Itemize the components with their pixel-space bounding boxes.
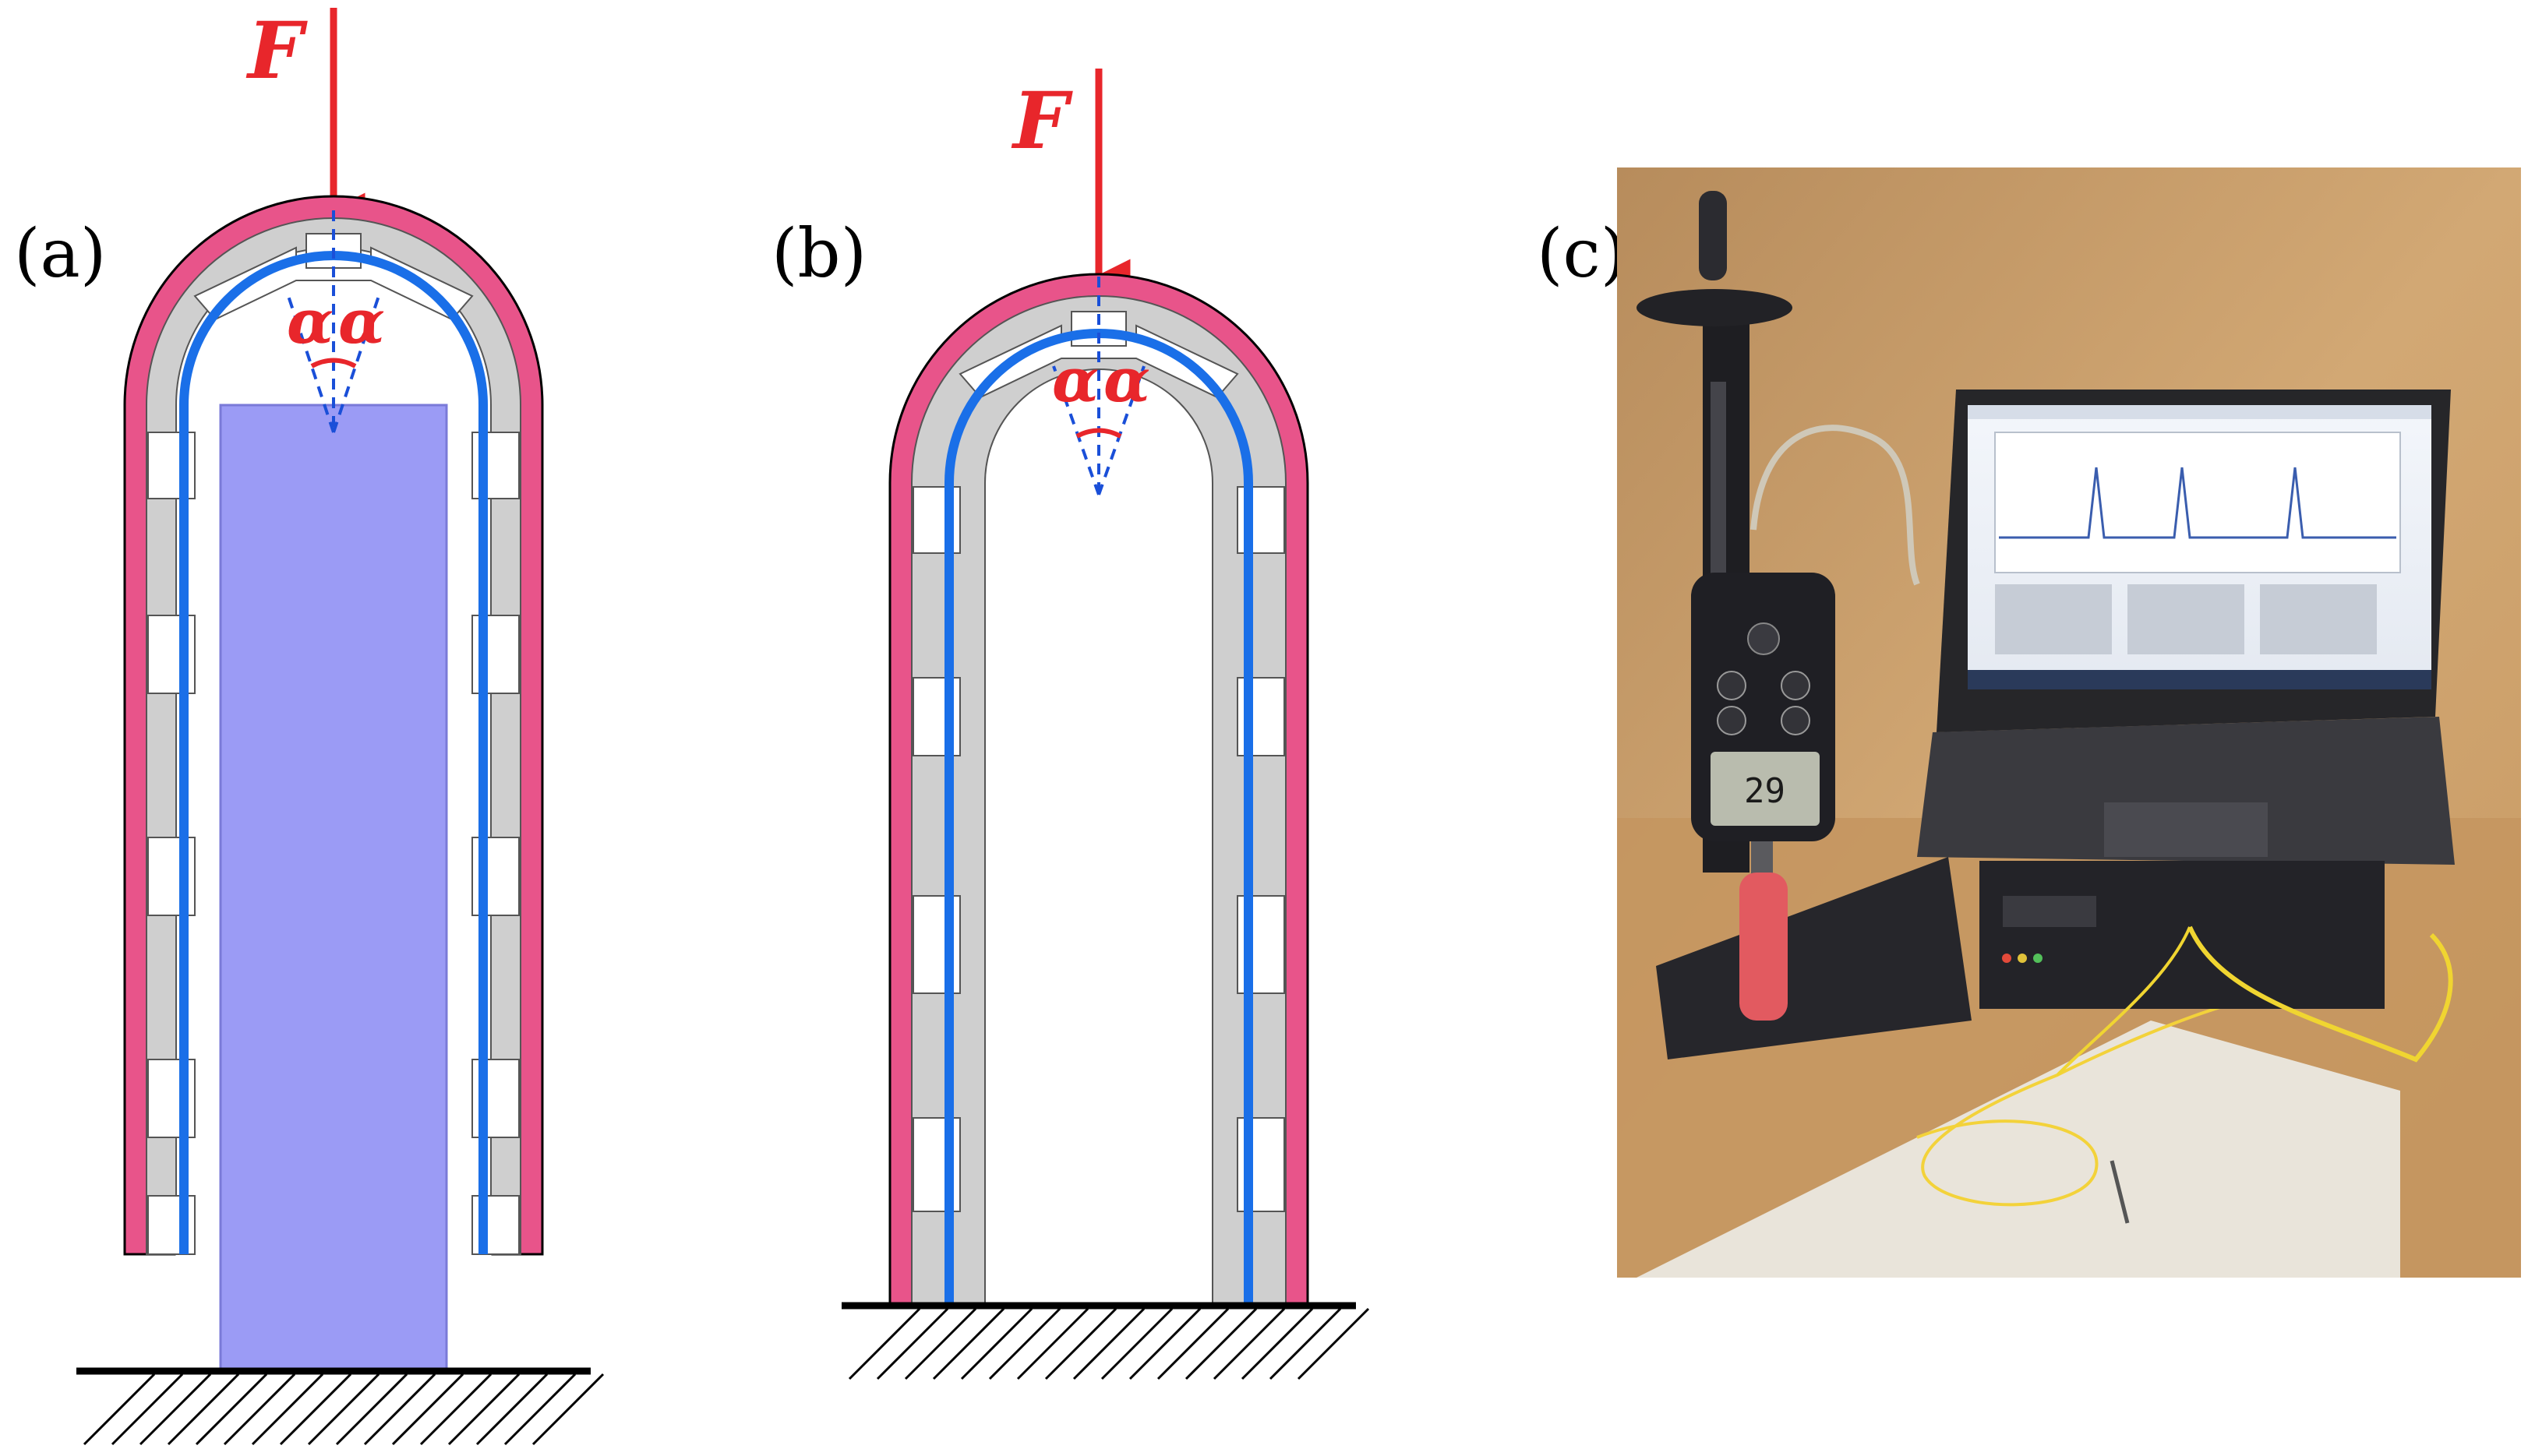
hatch-stroke bbox=[932, 1307, 1005, 1380]
hatch-stroke bbox=[307, 1373, 380, 1446]
force-gauge: 29 bbox=[1691, 573, 1835, 880]
force-label-b: F bbox=[1011, 75, 1073, 167]
panel-c: (c) bbox=[1537, 167, 2521, 1278]
hatch-stroke bbox=[1072, 1307, 1146, 1380]
panel-b: (b) F α α bbox=[771, 69, 1370, 1380]
groove-top-b bbox=[959, 324, 1239, 399]
panel-a: (a) F bbox=[14, 5, 605, 1446]
hatch-stroke bbox=[1100, 1307, 1174, 1380]
alpha-left-a: α bbox=[287, 287, 334, 358]
hatch-stroke bbox=[1269, 1307, 1342, 1380]
hatch-stroke bbox=[988, 1307, 1061, 1380]
alpha-left-b: α bbox=[1052, 345, 1099, 416]
ground-hatch-a bbox=[83, 1373, 605, 1446]
angle-arc-a bbox=[310, 358, 357, 368]
hatch-stroke bbox=[848, 1307, 921, 1380]
hatch-stroke bbox=[111, 1373, 184, 1446]
force-label-a: F bbox=[245, 5, 308, 97]
alpha-right-b: α bbox=[1103, 345, 1150, 416]
hatch-stroke bbox=[1128, 1307, 1202, 1380]
hatch-stroke bbox=[475, 1373, 549, 1446]
hatch-stroke bbox=[447, 1373, 521, 1446]
hatch-stroke bbox=[83, 1373, 156, 1446]
angle-marker-a bbox=[287, 210, 380, 433]
hatch-stroke bbox=[876, 1307, 949, 1380]
hatch-stroke bbox=[419, 1373, 493, 1446]
hatch-stroke bbox=[1156, 1307, 1230, 1380]
panel-label-c: (c) bbox=[1537, 215, 1626, 293]
alpha-right-a: α bbox=[338, 287, 385, 358]
hatch-stroke bbox=[503, 1373, 577, 1446]
groove-top-a bbox=[193, 246, 474, 321]
angle-arc-b bbox=[1075, 428, 1122, 439]
hatch-stroke bbox=[195, 1373, 268, 1446]
hatch-stroke bbox=[139, 1373, 212, 1446]
hatch-stroke bbox=[223, 1373, 296, 1446]
hatch-stroke bbox=[1044, 1307, 1117, 1380]
hatch-stroke bbox=[531, 1373, 605, 1446]
hatch-stroke bbox=[904, 1307, 977, 1380]
hatch-stroke bbox=[960, 1307, 1033, 1380]
experiment-photo: 29 bbox=[1617, 167, 2521, 1278]
hatch-stroke bbox=[167, 1373, 240, 1446]
hatch-stroke bbox=[1185, 1307, 1258, 1380]
laptop bbox=[1917, 390, 2455, 1009]
panel-label-b: (b) bbox=[771, 215, 867, 293]
meter-reading: 29 bbox=[1744, 771, 1785, 811]
hatch-stroke bbox=[1213, 1307, 1286, 1380]
core-block bbox=[219, 404, 448, 1373]
ground-hatch-b bbox=[848, 1307, 1370, 1380]
hatch-stroke bbox=[391, 1373, 464, 1446]
sample-bottle bbox=[1739, 873, 1788, 1021]
fiber-b bbox=[944, 329, 1253, 1305]
hatch-stroke bbox=[1241, 1307, 1314, 1380]
hatch-stroke bbox=[279, 1373, 352, 1446]
hatch-stroke bbox=[251, 1373, 324, 1446]
angle-marker-b bbox=[1052, 277, 1146, 495]
hatch-stroke bbox=[1297, 1307, 1370, 1380]
hatch-stroke bbox=[1016, 1307, 1089, 1380]
panel-label-a: (a) bbox=[14, 215, 106, 293]
hatch-stroke bbox=[335, 1373, 408, 1446]
hatch-stroke bbox=[363, 1373, 436, 1446]
